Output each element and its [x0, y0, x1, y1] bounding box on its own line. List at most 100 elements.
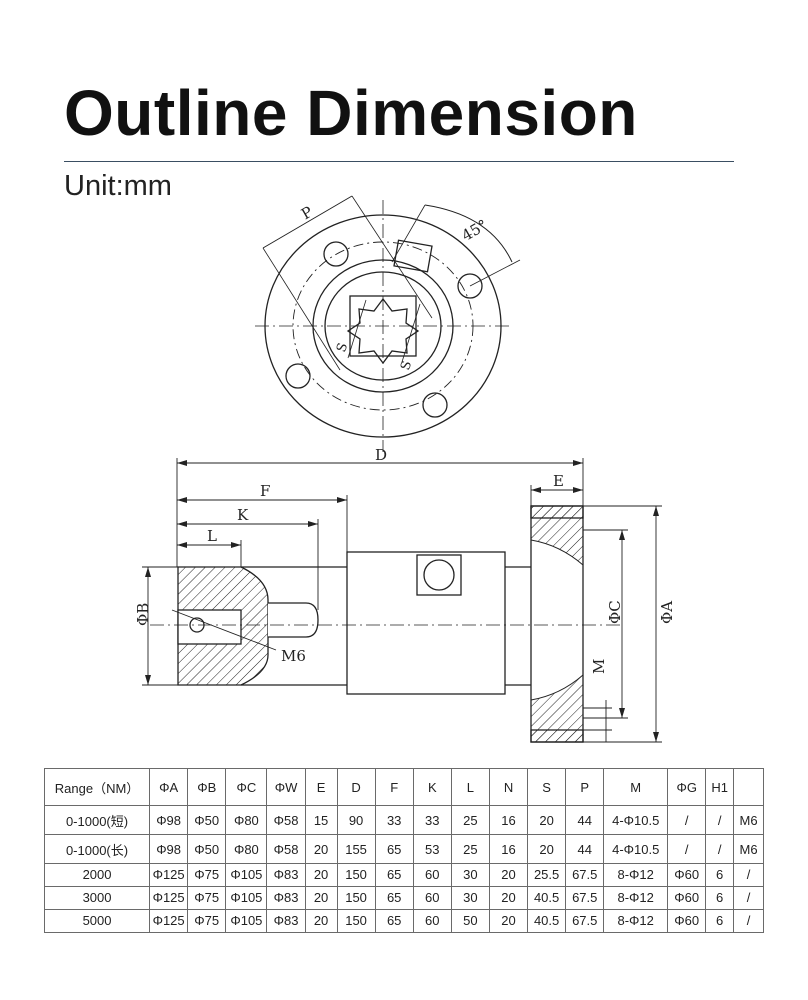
- connector-square: [416, 554, 462, 596]
- table-cell: Φ125: [149, 885, 189, 910]
- table-cell: 20: [488, 862, 529, 887]
- table-cell: 20: [488, 885, 529, 910]
- table-cell: Φ105: [225, 908, 268, 934]
- table-cell: 20: [527, 805, 567, 836]
- column-header: ΦC: [225, 767, 268, 807]
- column-header: S: [527, 767, 567, 807]
- table-cell: 20: [304, 908, 338, 934]
- bolt-hole: [457, 273, 483, 299]
- outline-drawing: P 45° S S: [134, 195, 676, 743]
- table-cell: 65: [374, 862, 414, 887]
- column-header: [733, 767, 764, 807]
- dim-label-p: P: [298, 203, 316, 224]
- table-cell: 16: [488, 834, 529, 864]
- table-cell: M6: [733, 834, 764, 864]
- table-cell: 20: [488, 908, 529, 934]
- table-cell: Φ75: [187, 908, 227, 934]
- table-cell: Φ80: [225, 834, 268, 864]
- table-cell: 3000: [43, 885, 151, 910]
- table-cell: Φ125: [149, 908, 189, 934]
- table-cell: 16: [488, 805, 529, 836]
- table-cell: 40.5: [527, 885, 567, 910]
- table-cell: Φ60: [667, 862, 707, 887]
- table-cell: /: [705, 834, 735, 864]
- left-bore: [177, 609, 242, 645]
- table-cell: 33: [412, 805, 452, 836]
- table-cell: 30: [450, 862, 490, 887]
- spec-table: Range（NM） ΦA ΦB ΦC ΦW E D F K L N S P M …: [43, 767, 764, 934]
- table-cell: 8-Φ12: [603, 908, 669, 934]
- dim-label-f: F: [260, 482, 270, 500]
- bolt-hole: [422, 392, 448, 418]
- dim-label-s1: S: [334, 341, 351, 354]
- table-cell: 20: [304, 885, 338, 910]
- shaft-stub: [268, 602, 319, 638]
- table-cell: 25: [450, 834, 490, 864]
- table-cell: 15: [304, 805, 338, 836]
- column-header: ΦG: [667, 767, 707, 807]
- table-cell: 30: [450, 885, 490, 910]
- end-view: [255, 195, 521, 452]
- table-cell: Φ83: [266, 862, 306, 887]
- column-header: N: [488, 767, 529, 807]
- column-header: F: [374, 767, 414, 807]
- table-cell: 60: [412, 908, 452, 934]
- column-header: ΦB: [187, 767, 227, 807]
- table-cell: 60: [412, 862, 452, 887]
- table-cell: Φ105: [225, 862, 268, 887]
- table-cell: Φ50: [187, 834, 227, 864]
- table-cell: 0-1000(长): [43, 834, 151, 864]
- dim-label-c: ΦC: [606, 600, 624, 624]
- table-cell: 0-1000(短): [43, 805, 151, 836]
- table-cell: 6: [705, 862, 735, 887]
- table-cell: Φ98: [149, 834, 189, 864]
- table-cell: Φ58: [266, 834, 306, 864]
- table-cell: Φ125: [149, 862, 189, 887]
- column-header: L: [450, 767, 490, 807]
- column-header: H1: [705, 767, 735, 807]
- connector-tab: [393, 239, 433, 273]
- dim-label-a: ΦA: [658, 601, 676, 624]
- table-cell: 150: [336, 908, 376, 934]
- table-cell: 150: [336, 862, 376, 887]
- table-cell: 4-Φ10.5: [603, 805, 669, 836]
- dim-label-s2: S: [398, 359, 415, 372]
- table-cell: Φ75: [187, 885, 227, 910]
- table-cell: 155: [336, 834, 376, 864]
- column-header: E: [304, 767, 338, 807]
- table-cell: 25.5: [527, 862, 567, 887]
- table-cell: 40.5: [527, 908, 567, 934]
- table-cell: Φ80: [225, 805, 268, 836]
- table-cell: 44: [565, 834, 605, 864]
- table-cell: Φ98: [149, 805, 189, 836]
- column-header: K: [412, 767, 452, 807]
- table-cell: 67.5: [565, 862, 605, 887]
- table-cell: 8-Φ12: [603, 885, 669, 910]
- page-title: Outline Dimension: [64, 77, 638, 149]
- connector-circle: [423, 559, 455, 591]
- table-cell: Φ58: [266, 805, 306, 836]
- table-cell: /: [705, 805, 735, 836]
- side-view: [142, 458, 662, 743]
- table-cell: /: [667, 834, 707, 864]
- table-cell: 33: [374, 805, 414, 836]
- dim-label-e: E: [553, 472, 564, 490]
- table-cell: 65: [374, 834, 414, 864]
- table-cell: /: [667, 805, 707, 836]
- dim-label-l: L: [207, 527, 217, 545]
- table-cell: 90: [336, 805, 376, 836]
- table-cell: 50: [450, 908, 490, 934]
- table-cell: Φ75: [187, 862, 227, 887]
- table-cell: Φ83: [266, 908, 306, 934]
- dim-label-b: ΦB: [134, 603, 152, 626]
- table-header-row: Range（NM） ΦA ΦB ΦC ΦW E D F K L N S P M …: [43, 767, 764, 807]
- title-divider: [64, 161, 734, 162]
- table-cell: /: [733, 908, 764, 934]
- table-cell: 8-Φ12: [603, 862, 669, 887]
- column-header: ΦW: [266, 767, 306, 807]
- bolt-hole: [285, 363, 311, 389]
- dim-label-k: K: [237, 506, 249, 524]
- dim-label-m6: M6: [281, 647, 306, 665]
